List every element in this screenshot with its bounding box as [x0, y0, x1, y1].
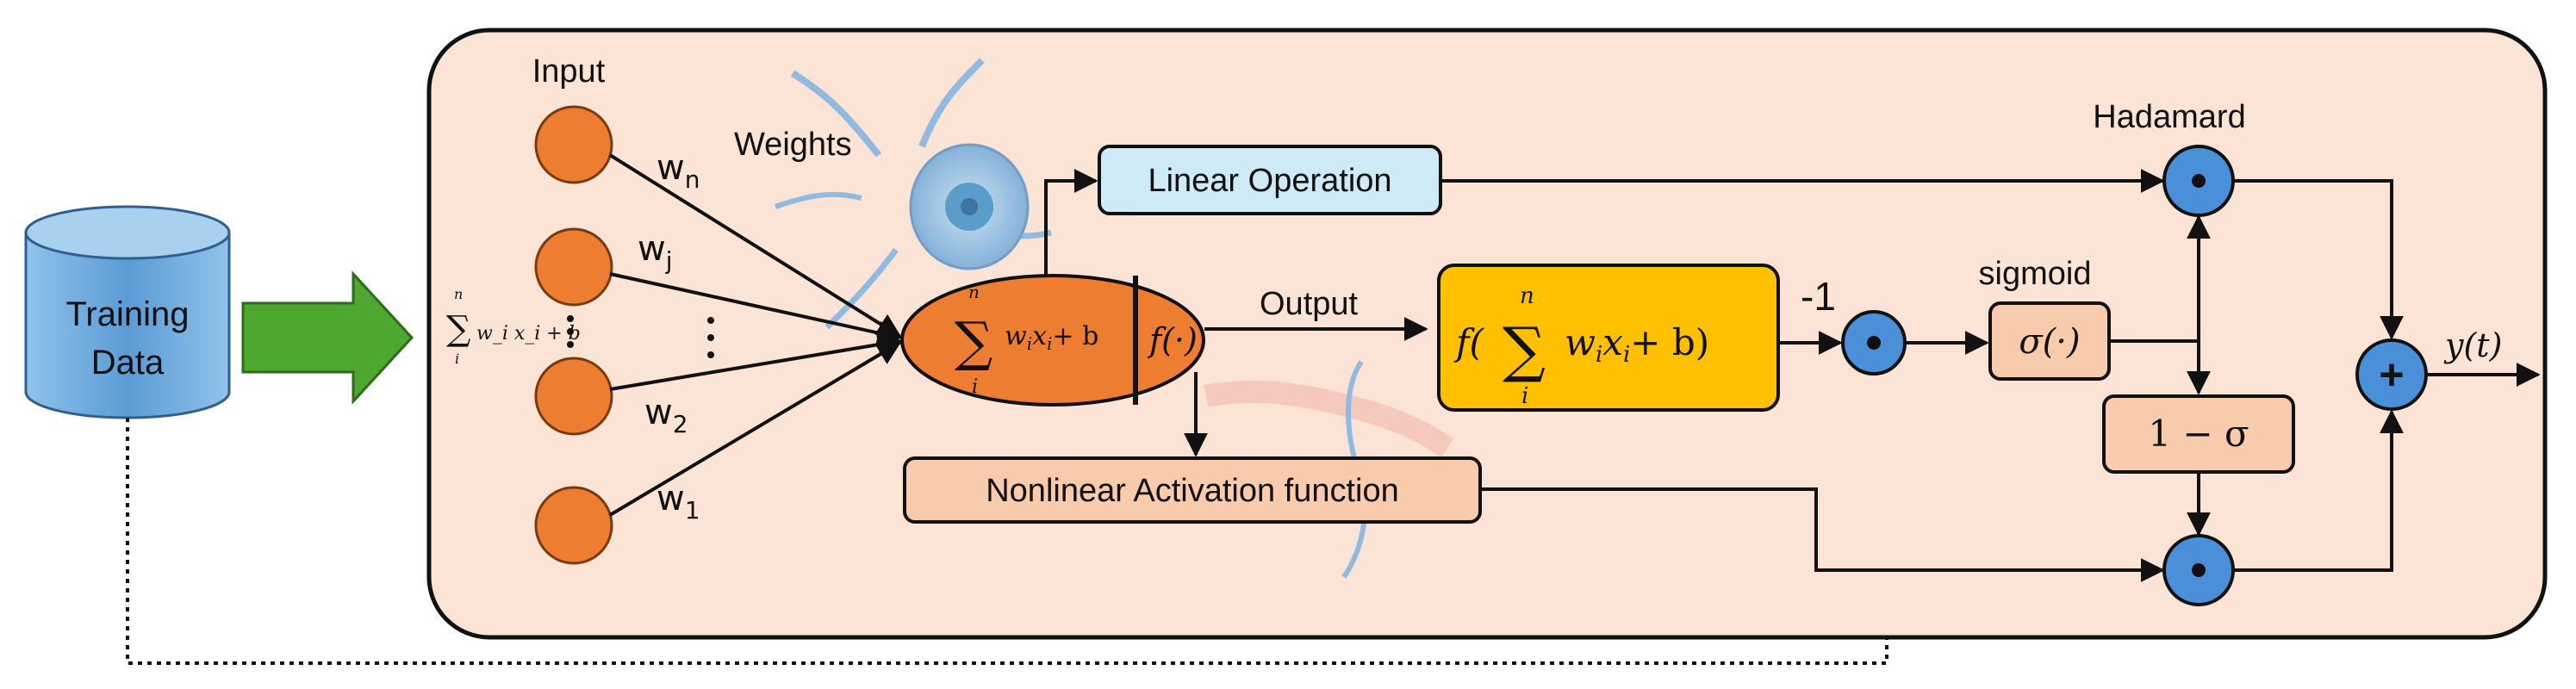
sum-symbol: + [2379, 351, 2404, 399]
side-sum-sub: i [455, 351, 459, 367]
weight-labels: wn wj w2 w1 [638, 148, 700, 525]
arrow-to-linear [1044, 169, 1098, 276]
weight-wj: wj [638, 229, 673, 275]
fblock-sum-symbol: ∑ [1503, 314, 1546, 385]
neuron-sum-sup: n [968, 282, 980, 302]
weight-wn: wn [656, 148, 700, 194]
hadamard-label: Hadamard [2093, 99, 2245, 135]
fblock-sup: n [1520, 283, 1534, 309]
arrow-bottom-to-sum [2233, 409, 2404, 572]
input-label: Input [532, 53, 606, 90]
weight-connections [608, 153, 902, 517]
fblock-prefix: f( [1453, 321, 1485, 363]
side-sum-text: w_i x_i + b [476, 323, 581, 344]
sigmoid-block: σ(·) [1988, 301, 2111, 381]
output-label: Output [1260, 286, 1359, 322]
weight-w1: w1 [656, 479, 700, 525]
one-minus-sigma-label: 1 − σ [2148, 413, 2249, 455]
nonlinear-activation-block: Nonlinear Activation function [903, 456, 1482, 524]
input-nodes [534, 105, 613, 565]
negate-operator [1841, 310, 1907, 376]
minus-one-label: -1 [1801, 274, 1836, 319]
green-input-arrow [241, 270, 414, 405]
ellipsis-dots-right [707, 317, 714, 358]
input-node-1 [534, 486, 613, 565]
training-data-label-line2: Data [91, 344, 165, 382]
neuron-activation: f(·) [1147, 321, 1198, 359]
neuron-sum-symbol: ∑ [955, 310, 992, 373]
linear-operation-label: Linear Operation [1148, 163, 1391, 199]
sigmoid-symbol: σ(·) [2019, 322, 2080, 362]
neuron-sum-text: wixi+ b [1005, 321, 1098, 354]
sum-operator: + [2355, 338, 2428, 411]
nonlinear-activation-label: Nonlinear Activation function [986, 473, 1399, 509]
hadamard-bottom-operator [2162, 534, 2235, 606]
input-node-2 [534, 357, 613, 436]
input-node-j [534, 227, 613, 307]
side-sum-formula: ∑ n i w_i x_i + b [446, 286, 581, 367]
linear-operation-block: Linear Operation [1098, 145, 1442, 215]
arrow-nonlinear-to-hadamard [1480, 487, 2165, 582]
neuron-sum-sub: i [972, 376, 978, 398]
arrow-top-to-sum [2233, 179, 2404, 340]
weights-label: Weights [734, 127, 852, 163]
fblock-sub: i [1521, 383, 1528, 409]
training-data-label-line1: Training [65, 295, 189, 333]
neuron-node: ∑ n i wixi+ b f(·) [900, 274, 1205, 407]
one-minus-sigma-block: 1 − σ [2102, 394, 2295, 474]
hadamard-top-operator [2162, 145, 2235, 217]
training-data-cylinder: Training Data [24, 205, 231, 419]
output-y-label: y(t) [2443, 326, 2502, 364]
activation-output-block: f( ∑ n i wixi+ b) [1437, 264, 1780, 412]
sigmoid-label: sigmoid [1979, 256, 2092, 292]
input-node-n [534, 105, 613, 184]
fblock-terms: wixi+ b) [1565, 321, 1709, 368]
weight-w2: w2 [644, 393, 688, 438]
side-sum-symbol: ∑ [446, 309, 471, 349]
ellipsis-dots-left [567, 315, 574, 348]
side-sum-sup: n [454, 286, 463, 302]
